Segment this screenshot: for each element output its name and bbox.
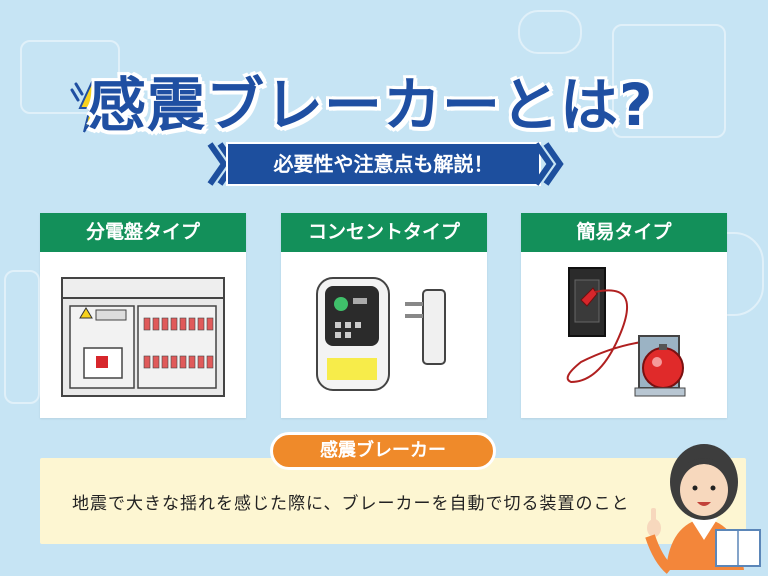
ribbon-right-chevrons bbox=[533, 142, 564, 186]
definition-text: 地震で大きな揺れを感じた際に、ブレーカーを自動で切る装置のこと bbox=[72, 494, 630, 514]
card-label: コンセントタイプ bbox=[281, 213, 487, 252]
definition-box bbox=[40, 458, 746, 544]
distribution-panel-icon bbox=[61, 277, 225, 397]
bg-appliance-outline bbox=[4, 270, 40, 404]
card-outlet-type: コンセントタイプ bbox=[281, 213, 487, 418]
ball-switch-icon bbox=[566, 267, 686, 397]
page-title: 感震ブレーカーとは? bbox=[88, 71, 654, 139]
card-panel-type: 分電盤タイプ bbox=[40, 213, 246, 418]
bg-appliance-outline bbox=[612, 24, 726, 138]
title-area: 感震ブレーカーとは? bbox=[40, 58, 760, 139]
card-simple-type: 簡易タイプ bbox=[521, 213, 727, 418]
subtitle-ribbon: 必要性や注意点も解説！ bbox=[206, 142, 564, 186]
definition-label: 感震ブレーカー bbox=[270, 432, 496, 470]
card-label: 簡易タイプ bbox=[521, 213, 727, 252]
bg-appliance-outline bbox=[518, 10, 582, 54]
person-illustration bbox=[645, 444, 761, 574]
page-subtitle: 必要性や注意点も解説！ bbox=[273, 152, 494, 176]
lightning-icon bbox=[70, 81, 106, 133]
bg-appliance-outline bbox=[20, 40, 120, 114]
card-label: 分電盤タイプ bbox=[40, 213, 246, 252]
outlet-breaker-icon bbox=[316, 277, 446, 391]
ribbon-body bbox=[226, 142, 541, 186]
